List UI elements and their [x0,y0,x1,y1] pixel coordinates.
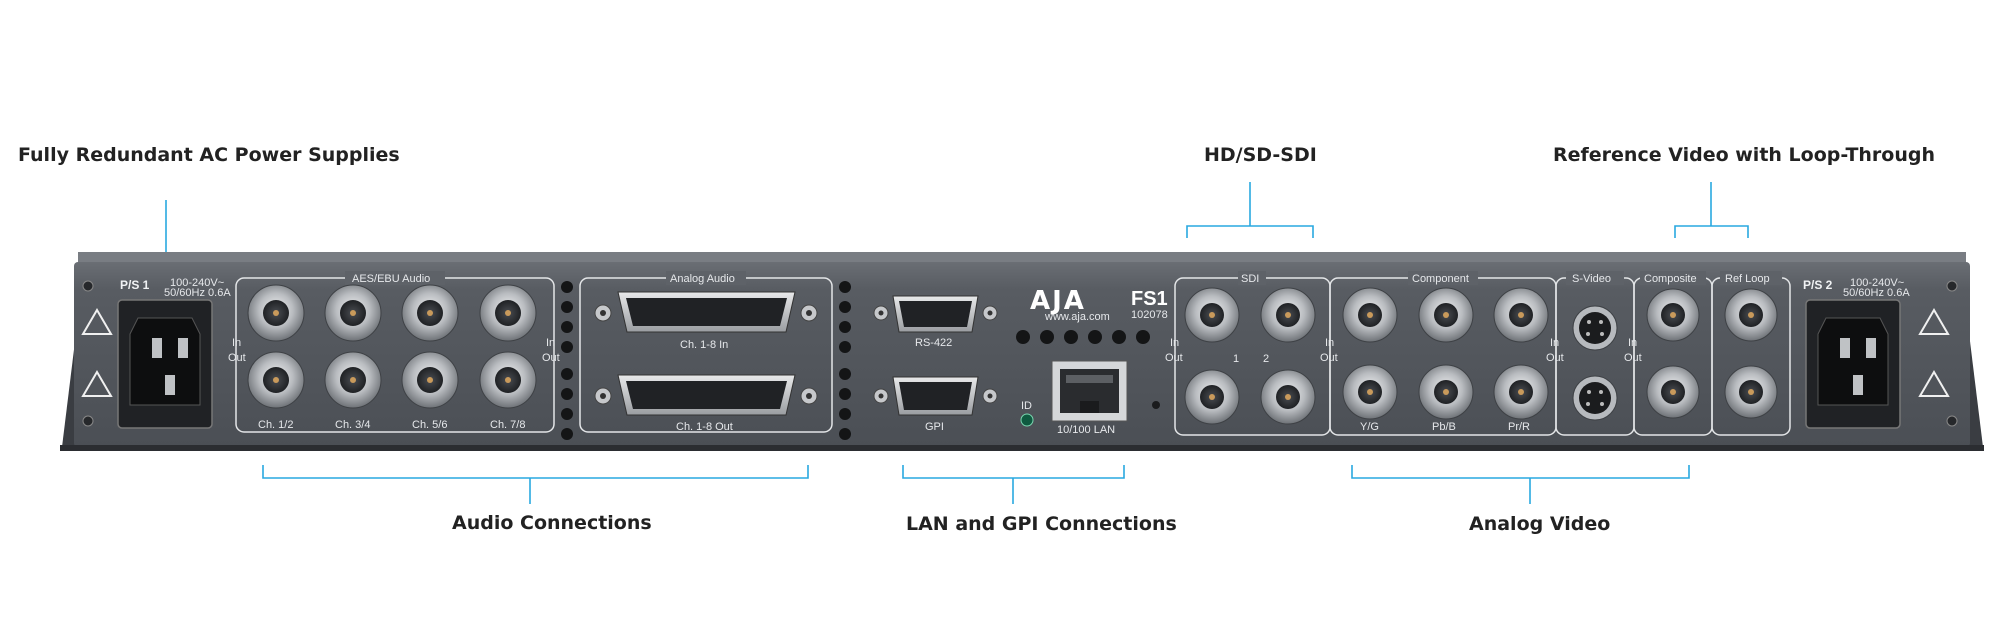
composite-title: Composite [1644,273,1697,285]
bnc-connector [479,284,537,342]
analog-audio-in-connector[interactable] [594,291,818,333]
callout-power-supplies: Fully Redundant AC Power Supplies [18,144,400,166]
component-in-label-right: In [1550,337,1559,349]
sdi-2-label: 2 [1263,353,1269,365]
composite-out-label: Out [1624,352,1642,364]
bnc-connector [324,284,382,342]
bnc-connector [1493,364,1549,420]
component-out-label-right: Out [1546,352,1564,364]
svg-text:AJA: AJA [1030,286,1086,316]
aes-channel-label: Ch. 7/8 [490,419,525,431]
aja-logo: AJA [1030,286,1086,316]
rs422-connector[interactable] [873,295,998,333]
serial-number: 102078 [1131,309,1168,321]
component-label: Y/G [1360,421,1379,433]
callout-reference-video: Reference Video with Loop-Through [1553,144,1936,166]
aes-bnc-row-out[interactable] [247,351,537,409]
sdi-title: SDI [1241,273,1259,285]
composite-bnc-connectors[interactable] [1646,288,1700,419]
analog-in-label: Ch. 1-8 In [680,339,728,351]
composite-in-label: In [1628,337,1637,349]
bnc-connector [1260,369,1316,425]
component-title: Component [1412,273,1469,285]
ps2-rating-line2: 50/60Hz 0.6A [1843,287,1910,299]
aes-out-label-right: Out [542,352,560,364]
bnc-connector [1646,365,1700,419]
component-out-label: Out [1320,352,1338,364]
bnc-connector [247,351,305,409]
bnc-connector [1493,287,1549,343]
sdi-bnc-connectors[interactable] [1184,287,1316,425]
aes-out-label-left: Out [228,352,246,364]
component-in-label: In [1325,337,1334,349]
bnc-connector [1184,287,1240,343]
lan-port[interactable] [1051,360,1128,422]
aes-channel-label: Ch. 3/4 [335,419,370,431]
aes-channel-label: Ch. 5/6 [412,419,447,431]
sdi-out-label: Out [1165,352,1183,364]
bnc-connector [1184,369,1240,425]
bnc-connector [401,351,459,409]
callout-analog-video: Analog Video [1469,513,1611,535]
component-bnc-connectors[interactable] [1342,287,1549,420]
callout-lan-gpi: LAN and GPI Connections [906,513,1177,535]
refloop-bnc-connectors[interactable] [1724,288,1778,419]
id-label: ID [1021,400,1032,412]
analog-audio-title: Analog Audio [670,273,735,285]
bnc-connector [479,351,537,409]
bnc-connector [1342,287,1398,343]
component-label: Pb/B [1432,421,1456,433]
power-inlet-2[interactable] [1805,299,1901,429]
model-name: FS1 [1131,288,1168,310]
callout-hd-sd-sdi: HD/SD-SDI [1204,144,1317,166]
gpi-label: GPI [925,421,944,433]
bnc-connector [247,284,305,342]
svideo-title: S-Video [1572,273,1611,285]
bnc-connector [1724,288,1778,342]
bnc-connector [1724,365,1778,419]
aes-channel-label: Ch. 1/2 [258,419,293,431]
sdi-1-label: 1 [1233,353,1239,365]
svideo-connectors[interactable] [1572,305,1618,421]
aes-in-label-right: In [546,337,555,349]
ps1-label: P/S 1 [120,278,150,292]
bnc-connector [1646,288,1700,342]
callout-audio-connections: Audio Connections [452,512,652,534]
bnc-connector [324,351,382,409]
refloop-title: Ref Loop [1725,273,1770,285]
ps1-rating-line1: 100-240V~ [170,277,224,289]
aes-in-label-left: In [232,337,241,349]
aes-bnc-row-in[interactable] [247,284,537,342]
bnc-connector [1342,364,1398,420]
leader-lines [165,182,1749,504]
ps2-label: P/S 2 [1803,278,1833,292]
id-led [1020,413,1034,427]
analog-audio-out-connector[interactable] [594,374,818,416]
bnc-connector [1260,287,1316,343]
ps1-rating-line2: 50/60Hz 0.6A [164,287,231,299]
brand-url: www.aja.com [1044,311,1110,323]
bnc-connector [1418,364,1474,420]
sdi-in-label: In [1170,337,1179,349]
component-label: Pr/R [1508,421,1530,433]
bnc-connector [401,284,459,342]
aes-ebu-title: AES/EBU Audio [352,273,430,285]
bnc-connector [1418,287,1474,343]
analog-out-label: Ch. 1-8 Out [676,421,733,433]
vent-holes [561,281,1150,440]
rack-screws [82,280,1958,427]
lan-label: 10/100 LAN [1057,424,1115,436]
power-inlet-1[interactable] [117,299,213,429]
indicator-led [1152,401,1160,409]
gpi-connector[interactable] [873,376,998,416]
warning-icon [81,308,1950,397]
ps2-rating-line1: 100-240V~ [1850,277,1904,289]
rs422-label: RS-422 [915,337,952,349]
